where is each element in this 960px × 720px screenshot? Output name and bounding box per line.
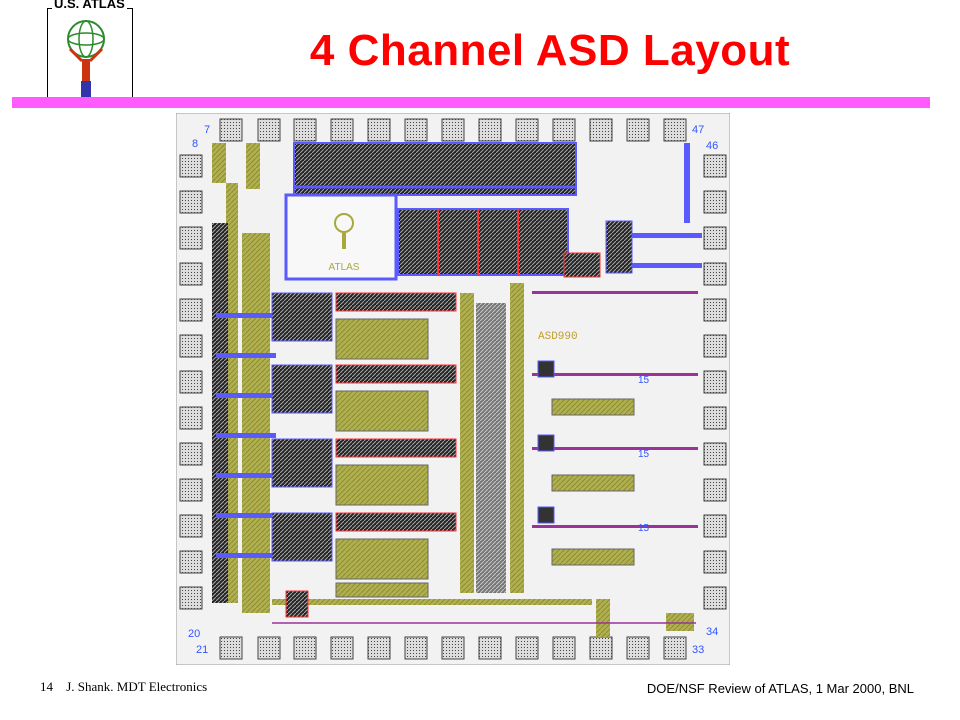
- slide-title: 4 Channel ASD Layout: [309, 26, 791, 75]
- pin-number: 33: [692, 644, 704, 656]
- right-pads: [703, 154, 727, 610]
- pin-number: 34: [706, 626, 718, 638]
- pin-number: 46: [706, 140, 718, 152]
- power-bus-left: [242, 233, 270, 613]
- atlas-figure-icon: [67, 20, 105, 99]
- center-atlas-logo: ATLAS: [329, 213, 360, 273]
- logo-label: U.S. ATLAS: [52, 0, 127, 11]
- amp-blocks: [397, 208, 569, 276]
- top-pads: [219, 118, 687, 142]
- author-credit: J. Shank. MDT Electronics: [66, 679, 208, 694]
- pin-number: 20: [188, 628, 200, 640]
- resistor-2: [551, 474, 635, 492]
- pin-number: 7: [204, 124, 210, 136]
- pin-number: 8: [192, 138, 198, 150]
- resistor-1: [551, 398, 635, 416]
- atlas-logo: [47, 8, 133, 102]
- channel-mark: 15: [638, 449, 650, 460]
- asd-layout-diagram: ATLAS: [176, 113, 730, 665]
- channel-mark: 15: [638, 523, 650, 534]
- footer-left: 14 J. Shank. MDT Electronics: [40, 679, 207, 695]
- bottom-pads: [219, 636, 687, 660]
- channel-mark: 15: [638, 375, 650, 386]
- svg-text:ATLAS: ATLAS: [329, 262, 360, 273]
- pin-number: 21: [196, 644, 208, 656]
- event-credit: DOE/NSF Review of ATLAS, 1 Mar 2000, BNL: [646, 681, 914, 696]
- title-rule: [12, 97, 930, 108]
- logo-frame: [284, 193, 398, 281]
- pin-number: 47: [692, 124, 704, 136]
- resistor-3: [551, 548, 635, 566]
- page-number: 14: [40, 679, 53, 694]
- chip-id-label: ASD990: [538, 331, 578, 343]
- channel-rows: [271, 292, 457, 598]
- left-pads: [179, 154, 203, 610]
